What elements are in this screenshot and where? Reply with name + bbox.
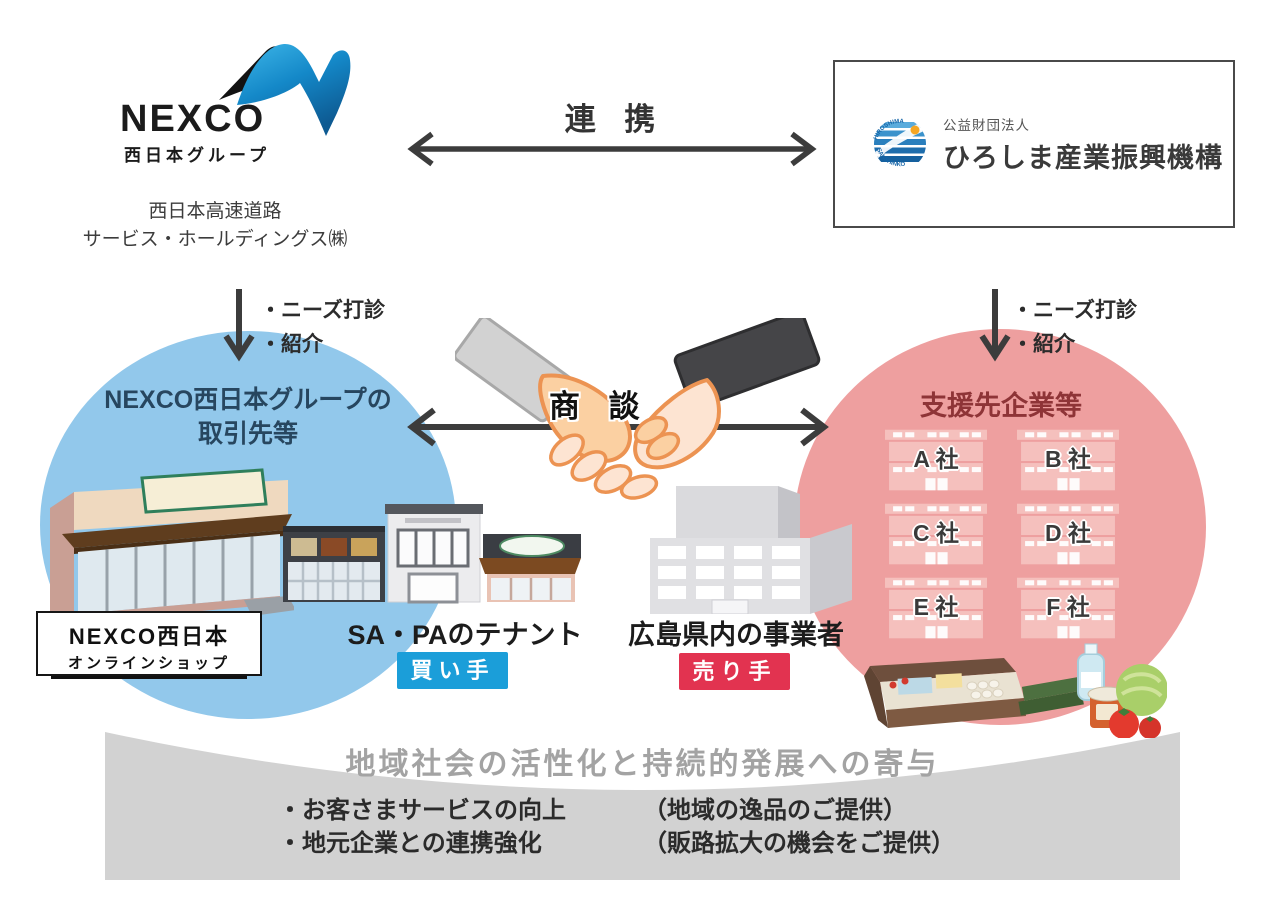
partnership-arrow-icon xyxy=(407,131,817,167)
footer-bullet-1: ・お客さまサービスの向上 （地域の逸品のご提供） xyxy=(278,790,907,825)
sanshinko-org-text: 公益財団法人 ひろしま産業振興機構 xyxy=(943,114,1223,175)
needs-list-right: ・ニーズ打診 ・紹介 xyxy=(1012,294,1137,361)
company-c: C 社 xyxy=(883,501,989,565)
company-label: E 社 xyxy=(913,594,959,620)
company-d: D 社 xyxy=(1015,501,1121,565)
nexco-logo-icon xyxy=(219,43,351,136)
footer-bullet-2: ・地元企業との連携強化 （販路拡大の機会をご提供） xyxy=(278,823,955,858)
online-shop-line1: NEXCO西日本 xyxy=(68,624,230,649)
sanshinko-org-name: ひろしま産業振興機構 xyxy=(943,142,1223,173)
office-building-icon xyxy=(650,486,852,614)
seller-badge: 売り手 xyxy=(679,653,790,690)
buyers-title-line1: NEXCO西日本グループの xyxy=(104,386,392,414)
needs-item-intro: ・紹介 xyxy=(1012,332,1075,356)
needs-item-probe: ・ニーズ打診 xyxy=(1012,299,1137,322)
needs-list-left: ・ニーズ打診 ・紹介 xyxy=(260,294,385,361)
company-building-icon xyxy=(1017,503,1119,565)
sanshinko-logo-icon: HIROSHIMA SANSHINKO xyxy=(873,118,926,168)
company-label: A 社 xyxy=(913,446,959,472)
company-a: A 社 xyxy=(883,427,989,491)
needs-arrow-right-icon xyxy=(979,289,1011,362)
footer-bullet-2-item: ・地元企業との連携強化 xyxy=(278,830,542,857)
online-shop-sign: NEXCO西日本 オンラインショップ xyxy=(36,611,262,679)
company-label: B 社 xyxy=(1045,446,1091,472)
negotiation-label: 商 談 xyxy=(549,389,650,424)
nexco-brand-text: NEXCO xyxy=(120,98,266,140)
sanshinko-org-box: HIROSHIMA SANSHINKO 公益財団法人 ひろしま産業振興機構 xyxy=(833,60,1235,228)
sanshinko-org-type: 公益財団法人 xyxy=(943,117,1030,133)
buyer-badge: 買い手 xyxy=(397,652,508,689)
buyers-circle-title: NEXCO西日本グループの 取引先等 xyxy=(55,384,441,452)
footer-title: 地域社会の活性化と持続的発展への寄与 xyxy=(345,748,940,781)
needs-item-probe: ・ニーズ打診 xyxy=(260,299,385,322)
company-label: F 社 xyxy=(1046,594,1090,620)
seller-label: 広島県内の事業者 xyxy=(628,620,844,650)
company-label: D 社 xyxy=(1045,520,1091,546)
handshake-icon xyxy=(455,318,821,500)
company-b: B 社 xyxy=(1015,427,1121,491)
needs-arrow-left-icon xyxy=(223,289,255,362)
company-f: F 社 xyxy=(1015,575,1121,639)
nexco-company-line1: 西日本高速道路 xyxy=(148,201,282,222)
footer-bullet-1-item: ・お客さまサービスの向上 xyxy=(278,797,566,824)
tenant-label: SA・PAのテナント xyxy=(347,620,583,650)
nexco-company-name: 西日本高速道路 サービス・ホールディングス㈱ xyxy=(50,198,380,253)
sellers-circle-title: 支援先企業等 xyxy=(920,391,1082,421)
online-shop-underline xyxy=(51,676,247,679)
tenant-shops-icon xyxy=(283,504,581,604)
nexco-company-line2: サービス・ホールディングス㈱ xyxy=(82,228,348,250)
needs-item-intro: ・紹介 xyxy=(260,332,323,356)
company-building-icon xyxy=(1017,577,1119,639)
company-building-icon xyxy=(885,577,987,639)
company-label: C 社 xyxy=(913,520,959,546)
company-building-icon xyxy=(885,429,987,491)
company-building-icon xyxy=(885,503,987,565)
nexco-brand-subtext: 西日本グループ xyxy=(124,146,270,165)
footer-bullet-1-note: （地域の逸品のご提供） xyxy=(643,797,907,824)
buyers-title-line2: 取引先等 xyxy=(197,419,298,448)
partnership-label: 連 携 xyxy=(564,102,666,137)
company-e: E 社 xyxy=(883,575,989,639)
store-icon xyxy=(50,468,294,624)
company-building-icon xyxy=(1017,429,1119,491)
local-products-icon xyxy=(864,643,1167,738)
footer-banner-shape xyxy=(105,732,1180,880)
online-shop-line2: オンラインショップ xyxy=(67,655,230,672)
footer-bullet-2-note: （販路拡大の機会をご提供） xyxy=(643,830,955,857)
